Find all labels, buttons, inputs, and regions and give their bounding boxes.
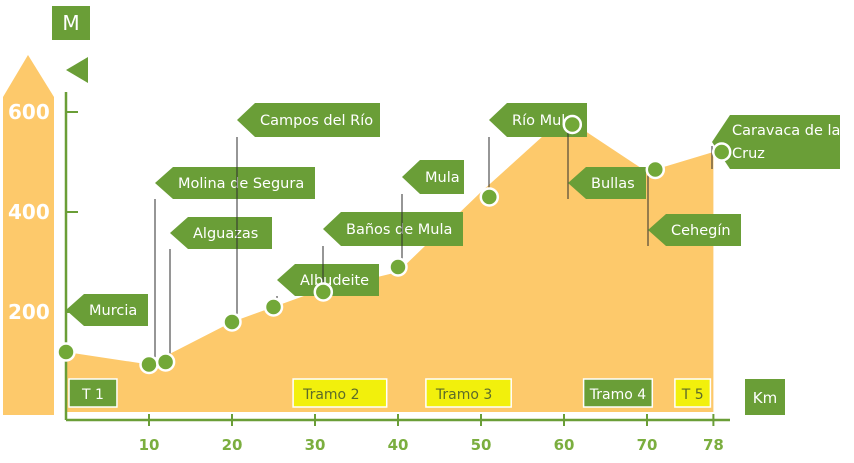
stop-marker	[263, 297, 284, 317]
section-box	[674, 378, 712, 408]
x-unit-label: Km	[753, 389, 777, 407]
section-label: Tramo 4	[589, 387, 646, 403]
section-box	[425, 378, 512, 408]
section-label: Tramo 3	[435, 387, 492, 403]
stop-callout-label: Caravaca de la	[732, 123, 840, 139]
stop-callout-flag	[155, 167, 315, 199]
stop-callout-label: Molina de Segura	[178, 176, 304, 192]
section-box	[582, 378, 654, 408]
x-tick-label: 70	[637, 436, 658, 454]
stop-marker	[139, 354, 159, 375]
stop-callout-label: Cehegín	[671, 223, 731, 239]
stop-callout-label: Alguazas	[193, 226, 258, 242]
stop-callout-label: Campos del Río	[260, 113, 373, 129]
y-tick-label: 600	[8, 100, 50, 124]
stop-callout-flag	[66, 294, 148, 326]
stop-callout-label: Mula	[425, 170, 460, 186]
x-tick-label: 60	[554, 436, 575, 454]
stop-marker	[222, 312, 242, 332]
elevation-area	[66, 117, 714, 412]
x-tick-label: 20	[222, 436, 243, 454]
stop-callout-flag	[277, 264, 379, 296]
x-unit-badge	[745, 379, 785, 415]
stop-callout-label: Bullas	[591, 176, 635, 192]
stop-callout-flag	[237, 103, 380, 137]
stop-marker	[388, 257, 408, 277]
elevation-arrow-icon	[3, 55, 54, 415]
x-tick-label: 40	[388, 436, 409, 454]
section-label: T 1	[81, 387, 104, 403]
stop-marker	[56, 342, 76, 362]
stop-marker	[155, 352, 176, 372]
y-tick-label: 200	[8, 300, 50, 324]
stop-callout-flag	[712, 115, 840, 169]
y-tick-label: 400	[8, 200, 50, 224]
stop-callout-label: Murcia	[89, 303, 137, 319]
stop-marker	[645, 159, 666, 180]
section-label: Tramo 2	[302, 387, 359, 403]
sections-layer: T 1 Tramo 2 Tramo 3 Tramo 4 T 5	[68, 378, 712, 408]
stop-callout-flag	[648, 214, 741, 246]
y-unit-label: M	[62, 11, 79, 35]
stop-marker	[313, 282, 334, 302]
y-unit-badge	[52, 6, 90, 40]
stop-callout-flag	[489, 103, 587, 137]
stop-callout-flag	[568, 167, 646, 199]
x-tick-label: 30	[305, 436, 326, 454]
x-tick-label: 50	[471, 436, 492, 454]
x-tick-label: 78	[703, 436, 724, 454]
area-layer	[66, 117, 714, 412]
section-label: T 5	[681, 387, 704, 403]
axis-layer: 10 20 30 40 50 60 70 78 200 400 600	[8, 92, 730, 454]
stop-callout-label: Río Mula	[512, 113, 574, 129]
markers-layer	[56, 114, 732, 375]
section-box	[68, 378, 118, 408]
section-box	[292, 378, 388, 408]
stop-marker	[711, 142, 732, 162]
x-tick-label: 10	[139, 436, 160, 454]
stop-marker	[562, 114, 583, 135]
stop-callout-flag	[402, 160, 464, 194]
stop-marker	[479, 187, 500, 207]
stop-callout-label: Albudeite	[300, 273, 369, 289]
stop-callout-label: Baños de Mula	[346, 222, 452, 238]
stop-callout-label: Cruz	[732, 146, 765, 162]
stop-callout-flag	[323, 212, 463, 246]
y-axis-arrow-icon	[66, 57, 88, 83]
stop-callout-flag	[170, 217, 272, 249]
